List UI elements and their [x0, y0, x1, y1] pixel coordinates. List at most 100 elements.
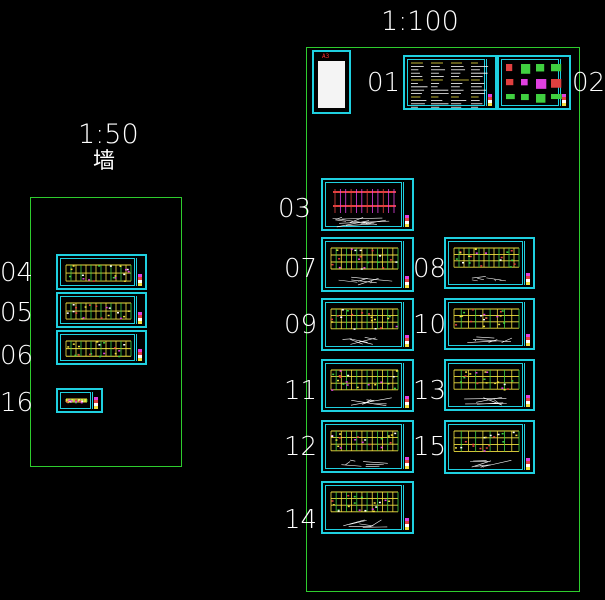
- sheet-number-10: 10: [413, 310, 447, 340]
- drawing-line: [360, 222, 370, 225]
- drawing-block: [506, 251, 509, 253]
- drawing-block: [72, 265, 75, 267]
- title-block-mark: [138, 321, 142, 324]
- drawing-line: [363, 461, 388, 464]
- drawing-line: [350, 337, 376, 345]
- drawing-block: [377, 261, 380, 263]
- drawing-line: [365, 219, 386, 224]
- drawing-block: [89, 353, 92, 356]
- title-block-mark: [526, 398, 530, 401]
- drawing-block: [108, 307, 111, 309]
- drawing-block: [472, 443, 475, 446]
- drawing-line: [359, 523, 374, 527]
- sheet-09[interactable]: [321, 298, 414, 351]
- sheet-drawing: [411, 62, 489, 108]
- drawing-block: [503, 383, 506, 386]
- drawing-block: [536, 94, 546, 103]
- sheet-16[interactable]: [56, 388, 103, 413]
- drawing-block: [485, 382, 488, 384]
- drawing-line: [362, 399, 375, 405]
- drawing-block: [372, 510, 375, 513]
- drawing-line: [339, 220, 390, 224]
- sheet-08[interactable]: [444, 237, 535, 289]
- drawing-line: [351, 279, 377, 284]
- drawing-block: [336, 315, 339, 317]
- drawing-block: [82, 278, 85, 280]
- sheet-07[interactable]: [321, 237, 414, 292]
- sheet-11[interactable]: [321, 359, 414, 412]
- drawing-block: [480, 265, 483, 267]
- title-block-mark: [526, 340, 530, 343]
- drawing-block: [497, 381, 500, 383]
- sheet-14[interactable]: [321, 481, 414, 534]
- drawing-block: [72, 310, 75, 313]
- sheet-13[interactable]: [444, 359, 535, 411]
- sheet-02[interactable]: [497, 55, 571, 110]
- title-block-mark: [138, 318, 142, 321]
- drawing-block: [331, 318, 334, 321]
- drawing-block: [337, 445, 340, 448]
- drawing-block: [521, 64, 531, 74]
- sheet-inner-border: [448, 241, 523, 285]
- drawing-block: [499, 259, 502, 261]
- sheet-12[interactable]: [321, 420, 414, 473]
- sheet-number-01: 01: [367, 68, 401, 98]
- drawing-line: [472, 338, 511, 343]
- drawing-block: [356, 386, 359, 389]
- title-block-mark: [405, 344, 409, 347]
- drawing-line: [467, 340, 497, 343]
- title-block-mark: [526, 461, 530, 464]
- sheet-06[interactable]: [56, 330, 147, 365]
- drawing-block: [98, 344, 101, 346]
- sheet-cover[interactable]: A3: [312, 50, 351, 114]
- drawing-block: [497, 433, 500, 436]
- drawing-block: [463, 376, 466, 379]
- drawing-block: [114, 347, 117, 349]
- drawing-block: [469, 373, 472, 375]
- drawing-block: [112, 276, 115, 279]
- drawing-block: [68, 399, 71, 402]
- drawing-line: [349, 338, 363, 345]
- drawing-block: [70, 268, 73, 271]
- drawing-block: [459, 252, 462, 254]
- sheet-04[interactable]: [56, 254, 147, 290]
- title-block-mark: [405, 341, 409, 344]
- drawing-block: [81, 274, 84, 277]
- drawing-block: [500, 256, 503, 259]
- drawing-block: [388, 315, 391, 318]
- drawing-line: [342, 338, 352, 340]
- drawing-block: [66, 401, 69, 403]
- drawing-block: [384, 499, 387, 502]
- sheet-05[interactable]: [56, 292, 147, 328]
- title-block-mark: [405, 285, 409, 288]
- sheet-drawing: [65, 302, 132, 320]
- drawing-line: [351, 400, 387, 406]
- drawing-block: [346, 310, 349, 312]
- drawing-block: [374, 383, 377, 386]
- drawing-block: [331, 389, 334, 391]
- drawing-block: [494, 382, 497, 385]
- sheet-drawing: [330, 247, 399, 286]
- sheet-number-06: 06: [0, 341, 34, 371]
- sheet-15[interactable]: [444, 420, 535, 474]
- title-block: [524, 424, 532, 470]
- drawing-block: [96, 341, 99, 343]
- drawing-block: [367, 261, 370, 264]
- drawing-block: [371, 508, 374, 510]
- drawing-block: [367, 383, 370, 386]
- sheet-03[interactable]: [321, 178, 414, 231]
- drawing-block: [337, 509, 340, 511]
- sheet-10[interactable]: [444, 298, 535, 350]
- drawing-block: [75, 400, 78, 402]
- title-block-mark: [405, 282, 409, 285]
- title-block-mark: [94, 400, 98, 403]
- drawing-block: [475, 252, 478, 254]
- title-block-mark: [405, 518, 409, 521]
- drawing-block: [371, 249, 374, 252]
- drawing-block: [512, 431, 515, 434]
- drawing-block: [354, 249, 357, 252]
- title-block-mark: [526, 276, 530, 279]
- title-block-mark: [138, 315, 142, 318]
- title-block-mark: [94, 397, 98, 400]
- sheet-01[interactable]: [403, 55, 497, 110]
